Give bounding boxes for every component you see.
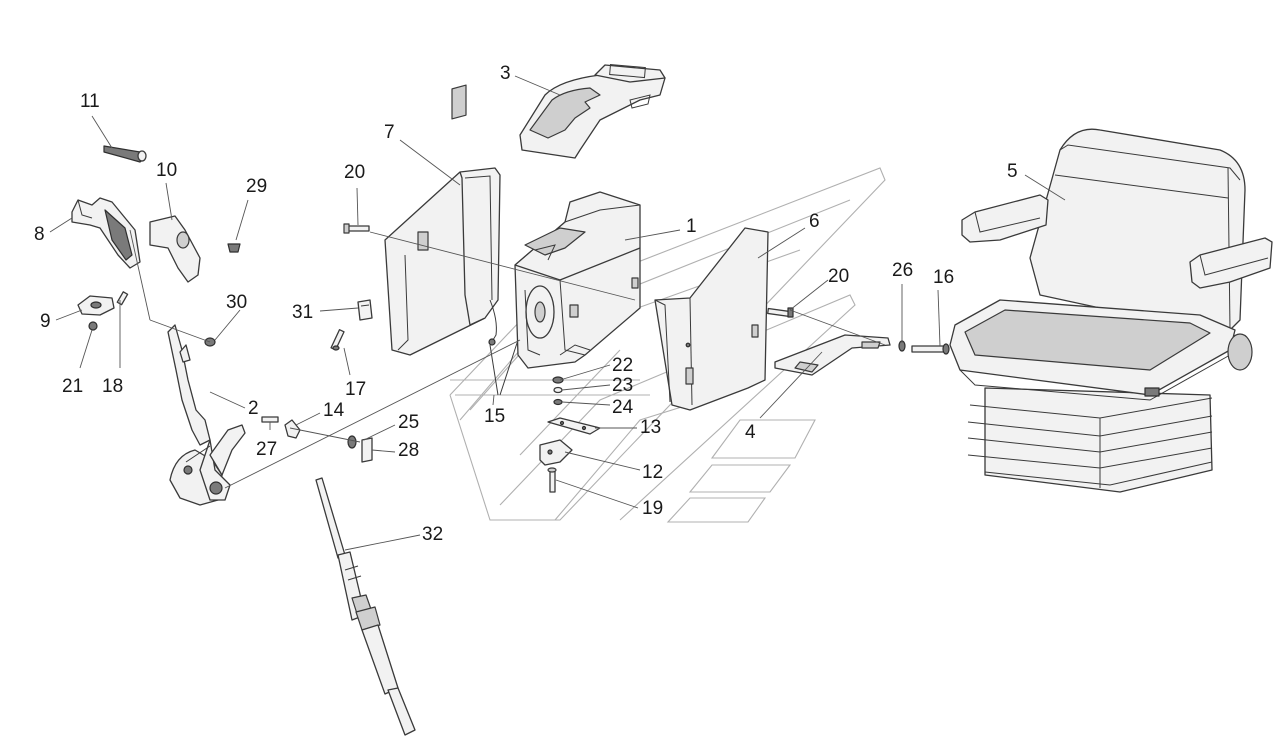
callout-27: 27 xyxy=(256,439,277,460)
callout-7: 7 xyxy=(384,122,395,143)
washer-25 xyxy=(347,435,357,449)
washer-24 xyxy=(553,398,563,406)
washer-23 xyxy=(553,386,563,394)
nut-22 xyxy=(552,376,564,384)
clip-31 xyxy=(357,299,373,321)
callout-18: 18 xyxy=(102,376,123,397)
callout-5: 5 xyxy=(1007,161,1018,182)
pin-27 xyxy=(261,416,279,423)
callout-19: 19 xyxy=(642,498,663,519)
mount-9 xyxy=(77,295,115,316)
callout-1: 1 xyxy=(686,216,697,237)
callout-labels: 1 2 3 4 5 6 7 8 9 10 11 12 13 14 15 16 1… xyxy=(34,63,1018,545)
callout-14: 14 xyxy=(323,400,345,421)
callout-12: 12 xyxy=(642,462,663,483)
callout-6: 6 xyxy=(809,211,820,232)
operator-seat xyxy=(949,128,1273,493)
callout-29: 29 xyxy=(246,176,267,197)
callout-30: 30 xyxy=(226,292,247,313)
bracket-12 xyxy=(539,439,573,466)
callout-25: 25 xyxy=(398,412,419,433)
cab-floor-outline xyxy=(449,167,886,523)
callout-21: 21 xyxy=(62,376,83,397)
pin-11 xyxy=(103,145,147,163)
right-side-panel xyxy=(654,227,769,411)
bolt-20-right xyxy=(767,307,794,318)
callout-20-left: 20 xyxy=(344,162,365,183)
callout-9: 9 xyxy=(40,311,51,332)
clip-14 xyxy=(284,419,301,439)
gear-shift-cover xyxy=(519,63,666,159)
gear-lever-2 xyxy=(167,324,246,506)
callout-24: 24 xyxy=(612,397,634,418)
cable-32 xyxy=(315,477,416,736)
pin-16 xyxy=(911,343,950,355)
callout-2: 2 xyxy=(248,398,259,419)
seat-bracket-plate xyxy=(774,334,891,376)
nut-21 xyxy=(88,321,98,331)
callout-13: 13 xyxy=(640,417,661,438)
pin-18 xyxy=(116,291,129,306)
callout-32: 32 xyxy=(422,524,443,545)
callout-26: 26 xyxy=(892,260,913,281)
callout-17: 17 xyxy=(345,379,366,400)
pin-28 xyxy=(361,437,373,463)
callout-10: 10 xyxy=(156,160,177,181)
callout-8: 8 xyxy=(34,224,45,245)
leader-lines xyxy=(49,75,1066,551)
screw-17 xyxy=(330,329,345,351)
plate-13 xyxy=(547,417,601,435)
screw-29 xyxy=(227,243,241,253)
left-side-panel xyxy=(384,84,501,356)
lever-handle-8 xyxy=(71,197,141,269)
callout-23: 23 xyxy=(612,375,633,396)
bolt-19 xyxy=(547,467,557,493)
callout-3: 3 xyxy=(500,63,511,84)
callout-31: 31 xyxy=(292,302,313,323)
callout-11: 11 xyxy=(80,91,100,112)
center-console-box xyxy=(514,191,641,369)
bolt-20-left xyxy=(343,223,370,234)
knob-cover-10 xyxy=(149,215,201,283)
callout-28: 28 xyxy=(398,440,419,461)
callout-4: 4 xyxy=(745,422,756,443)
callout-20-right: 20 xyxy=(828,266,849,287)
callout-15: 15 xyxy=(484,406,505,427)
wiring-15 xyxy=(489,339,519,396)
callout-16: 16 xyxy=(933,267,954,288)
callout-22: 22 xyxy=(612,355,633,376)
